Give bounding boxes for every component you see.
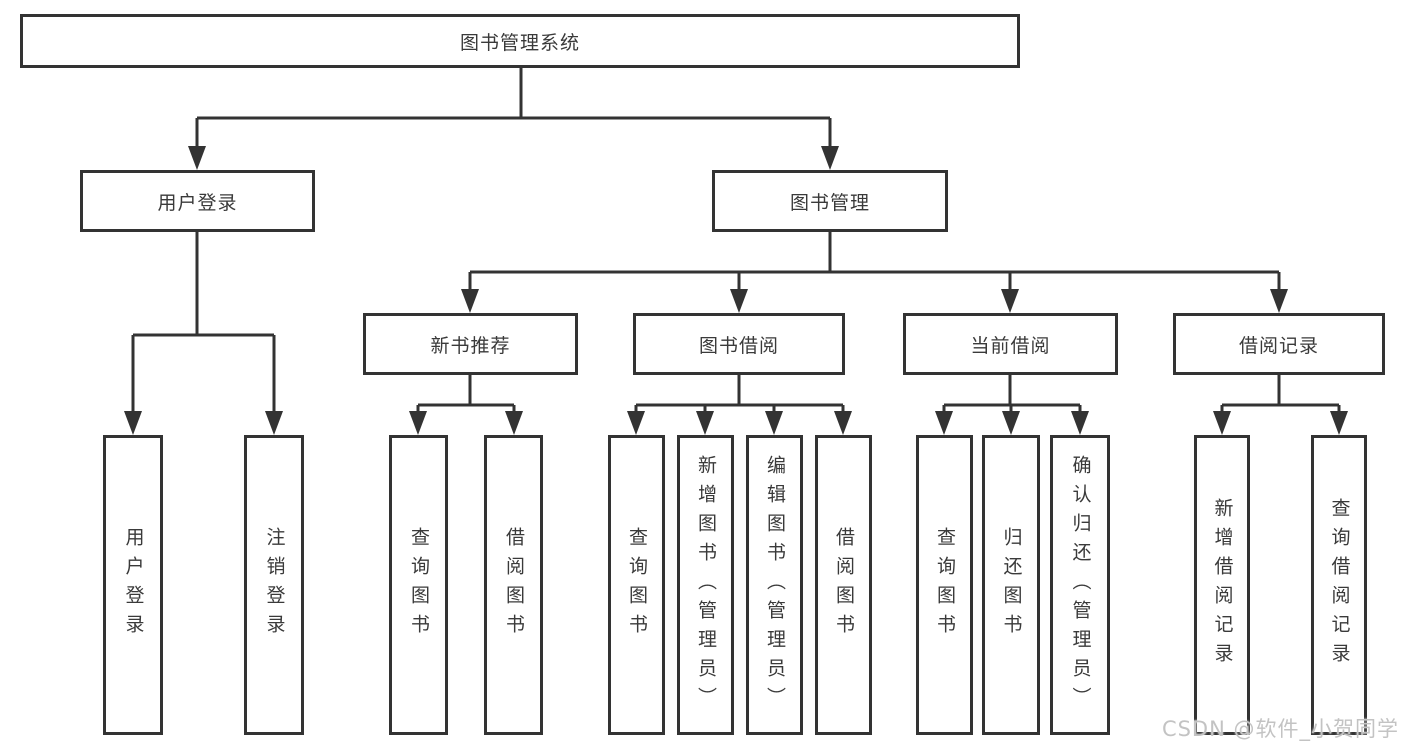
leaf-user-login: 用户登录 — [103, 435, 163, 735]
leaf-logout: 注销登录 — [244, 435, 304, 735]
csdn-watermark: CSDN @软件_小贺同学 — [1161, 717, 1399, 741]
leaf-borrow-books: 借阅图书 — [815, 435, 872, 735]
node-book-borrowing: 图书借阅 — [633, 313, 845, 375]
connector-current-to-leaves — [935, 375, 1089, 435]
connector-records-to-leaves — [1213, 375, 1348, 435]
connector-login-to-leaves — [124, 232, 283, 435]
connector-root-to-level2 — [188, 68, 839, 170]
connector-mgmt-to-level3 — [461, 232, 1288, 313]
leaf-borrow-books: 借阅图书 — [484, 435, 543, 735]
leaf-add-borrow-record: 新增借阅记录 — [1194, 435, 1250, 735]
leaf-search-borrow-record: 查询借阅记录 — [1311, 435, 1367, 735]
node-current-borrowing: 当前借阅 — [903, 313, 1118, 375]
node-user-login: 用户登录 — [80, 170, 315, 232]
connector-rec-to-leaves — [409, 375, 523, 435]
leaf-add-books-admin: 新增图书（管理员） — [677, 435, 734, 735]
leaf-search-books: 查询图书 — [916, 435, 973, 735]
leaf-search-books: 查询图书 — [389, 435, 448, 735]
leaf-edit-books-admin: 编辑图书（管理员） — [746, 435, 803, 735]
node-new-book-recommendation: 新书推荐 — [363, 313, 578, 375]
leaf-confirm-return-admin: 确认归还（管理员） — [1050, 435, 1110, 735]
node-borrowing-records: 借阅记录 — [1173, 313, 1385, 375]
node-library-management-system: 图书管理系统 — [20, 14, 1020, 68]
leaf-search-books: 查询图书 — [608, 435, 665, 735]
leaf-return-books: 归还图书 — [982, 435, 1040, 735]
node-book-management: 图书管理 — [712, 170, 948, 232]
connector-borrow-to-leaves — [627, 375, 852, 435]
